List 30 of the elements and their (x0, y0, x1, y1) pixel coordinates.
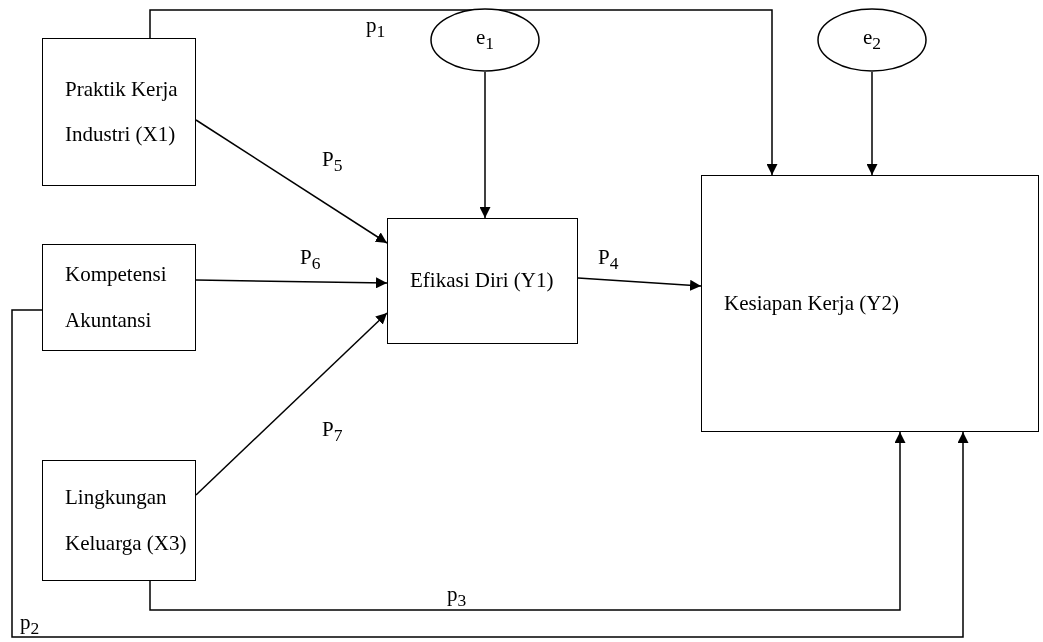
variable-box (42, 38, 196, 186)
edge-label: p$_{2}$ (20, 611, 40, 639)
edge-label: P$_{4}$ (598, 246, 619, 274)
arrow (11, 309, 969, 638)
error-ellipse (430, 8, 540, 72)
node-label: Kompetensi Akuntansi (64, 261, 168, 334)
variable-box (42, 244, 196, 351)
edge-label: P$_{6}$ (300, 246, 321, 274)
arrow (866, 71, 878, 176)
error-ellipse (817, 8, 927, 72)
arrow (195, 277, 388, 289)
variable-box (387, 218, 578, 344)
edge-label: P$_{7}$ (322, 418, 343, 446)
node-label: e$_{1}$ (475, 27, 495, 53)
node-label: Kesiapan Kerja (Y2) (723, 289, 900, 317)
arrow (577, 277, 702, 291)
arrow (195, 312, 388, 496)
node-label: e$_{2}$ (862, 27, 882, 53)
arrow (479, 71, 491, 219)
node-label: Praktik Kerja Industri (X1) (64, 75, 179, 148)
variable-box (42, 460, 196, 581)
arrow (149, 9, 778, 176)
arrow (195, 119, 388, 244)
edge-label: p$_{1}$ (366, 14, 386, 42)
variable-box (701, 175, 1039, 432)
node-label: Efikasi Diri (Y1) (409, 267, 555, 295)
edge-label: p$_{3}$ (447, 583, 467, 611)
node-label: Lingkungan Keluarga (X3) (64, 484, 188, 557)
edge-label: P$_{5}$ (322, 148, 343, 176)
arrow (149, 431, 906, 611)
